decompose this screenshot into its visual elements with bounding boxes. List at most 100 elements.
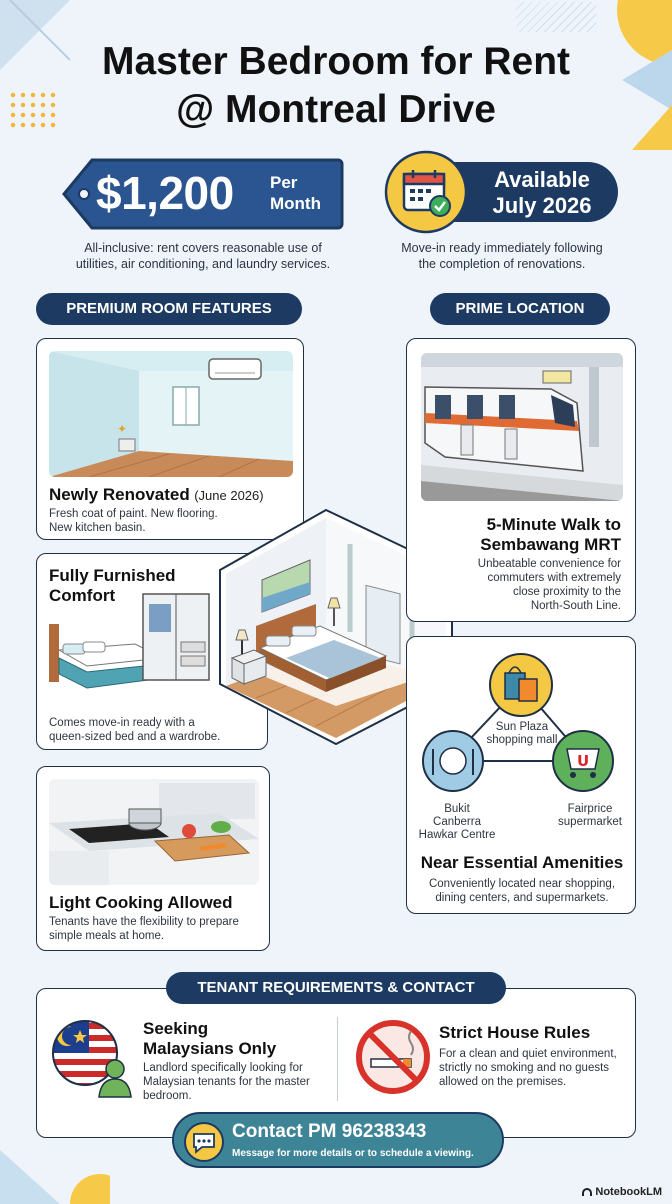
- shopping-bag-icon: [489, 653, 553, 717]
- amenity-market-line-1: Fairprice: [567, 803, 613, 815]
- amenity-hawker-label: Bukit Canberra Hawkar Centre: [415, 803, 499, 842]
- furnished-title: Fully Furnished Comfort: [49, 566, 176, 606]
- title-line-1: Master Bedroom for Rent: [101, 40, 571, 83]
- rules-description: For a clean and quiet environment, stric…: [439, 1047, 635, 1089]
- wardrobe-icon: [142, 593, 210, 681]
- amenity-mall-line-2: shopping mall: [486, 734, 558, 746]
- availability-text: Available July 2026: [480, 167, 604, 219]
- mrt-title: 5-Minute Walk to Sembawang MRT: [417, 515, 621, 555]
- mrt-title-line-1: 5-Minute Walk to: [486, 515, 621, 534]
- hatch-decoration: [516, 2, 596, 32]
- cooking-description: Tenants have the flexibility to prepare …: [49, 915, 264, 943]
- furnished-description: Comes move-in ready with a queen-sized b…: [49, 716, 264, 744]
- brand-name: NotebookLM: [595, 1186, 662, 1198]
- rules-line-3: allowed on the premises.: [439, 1076, 567, 1088]
- rules-line-2: strictly no smoking and no guests: [439, 1062, 610, 1074]
- section-location-heading: PRIME LOCATION: [430, 293, 610, 325]
- price-unit-month: Month: [270, 194, 321, 213]
- price-note: All-inclusive: rent covers reasonable us…: [52, 240, 354, 272]
- furniture-illustration: [49, 593, 210, 689]
- price-amount: $1,200: [96, 167, 234, 219]
- renovated-line-1: Fresh coat of paint. New flooring.: [49, 508, 218, 520]
- train-icon: [424, 386, 584, 472]
- title-line-2: @ Montreal Drive: [176, 88, 496, 131]
- dining-icon: [422, 730, 484, 792]
- amenity-mall-label: Sun Plaza shopping mall: [477, 721, 567, 747]
- furnished-title-line-1: Fully Furnished: [49, 566, 176, 585]
- renovated-title-text: Newly Renovated: [49, 485, 190, 504]
- bed-icon: [256, 604, 388, 692]
- price-unit: Per Month: [270, 172, 321, 214]
- tenant-title-line-1: Seeking: [143, 1019, 209, 1038]
- availability-shape: [384, 150, 618, 234]
- malaysia-flag-person-icon: [52, 1020, 132, 1098]
- nightstand-icon: [230, 629, 268, 685]
- price-unit-per: Per: [270, 173, 298, 192]
- tenant-title-line-2: Malaysians Only: [143, 1039, 277, 1058]
- kitchen-illustration: [49, 779, 259, 885]
- section-features-heading: PREMIUM ROOM FEATURES: [36, 293, 302, 325]
- rules-line-1: For a clean and quiet environment,: [439, 1048, 617, 1060]
- amenity-hawker-line-2: Canberra: [433, 816, 481, 828]
- availability-line-1: Available: [494, 167, 590, 192]
- chat-bubble-icon: [184, 1122, 224, 1162]
- no-smoking-icon: [356, 1020, 430, 1094]
- contact-subtext: Message for more details or to schedule …: [232, 1148, 474, 1159]
- renovated-room-illustration: ✦: [49, 351, 293, 477]
- brand-icon: [582, 1188, 593, 1197]
- contact-phone: Contact PM 96238343: [232, 1121, 427, 1142]
- shopping-cart-icon: U: [552, 730, 614, 792]
- amenity-mall-line-1: Sun Plaza: [495, 721, 549, 733]
- svg-text:U: U: [577, 752, 589, 770]
- amenities-diagram: U: [422, 653, 614, 792]
- availability-date: July 2026: [492, 193, 592, 218]
- mrt-train-illustration: [421, 353, 623, 501]
- mrt-line-3: close proximity to the: [512, 586, 621, 598]
- price-note-line-1: All-inclusive: rent covers reasonable us…: [84, 241, 322, 255]
- availability-note-line-2: the completion of renovations.: [418, 257, 586, 271]
- tenant-description: Landlord specifically looking for Malays…: [143, 1061, 343, 1103]
- bedroom-illustration: [219, 508, 453, 746]
- mrt-line-4: North-South Line.: [530, 600, 621, 612]
- amenity-hawker-line-1: Bukit: [444, 803, 470, 815]
- rules-title: Strict House Rules: [439, 1023, 591, 1042]
- cooking-line-1: Tenants have the flexibility to prepare: [49, 916, 239, 928]
- calendar-icon: [402, 170, 451, 217]
- availability-badge: Available July 2026: [384, 150, 620, 234]
- card-mrt: 5-Minute Walk to Sembawang MRT Unbeatabl…: [406, 338, 636, 622]
- corner-decoration-right: [617, 0, 672, 150]
- card-newly-renovated: ✦ Newly Renovated (June 2026) Fresh coat…: [36, 338, 304, 540]
- paint-bucket-icon: [118, 438, 136, 452]
- card-light-cooking: Light Cooking Allowed Tenants have the f…: [36, 766, 270, 951]
- renovated-title: Newly Renovated (June 2026): [49, 485, 299, 505]
- mrt-title-line-2: Sembawang MRT: [480, 535, 621, 554]
- amenity-hawker-line-3: Hawkar Centre: [418, 829, 496, 841]
- tenant-line-3: bedroom.: [143, 1090, 192, 1102]
- renovated-line-2: New kitchen basin.: [49, 522, 146, 534]
- dot-pattern-decoration: [8, 90, 58, 130]
- cooking-line-2: simple meals at home.: [49, 930, 165, 942]
- notebooklm-logo: NotebookLM: [582, 1186, 662, 1198]
- tenant-title: Seeking Malaysians Only: [143, 1019, 276, 1059]
- furnished-title-line-2: Comfort: [49, 586, 116, 605]
- price-note-line-2: utilities, air conditioning, and laundry…: [75, 257, 331, 271]
- availability-note-line-1: Move-in ready immediately following: [401, 241, 603, 255]
- corner-decoration-bottom: [0, 1150, 110, 1204]
- price-tag: $1,200 Per Month: [62, 158, 344, 230]
- furnished-line-2: queen-sized bed and a wardrobe.: [49, 731, 221, 743]
- bed-icon: [49, 624, 165, 689]
- mrt-description: Unbeatable convenience for commuters wit…: [417, 557, 621, 613]
- air-conditioner-icon: [208, 358, 262, 380]
- lamp-icon: [327, 597, 341, 626]
- availability-note: Move-in ready immediately following the …: [382, 240, 622, 272]
- renovated-description: Fresh coat of paint. New flooring. New k…: [49, 507, 299, 535]
- amenities-line-2: dining centers, and supermarkets.: [435, 892, 609, 904]
- page-title: Master Bedroom for Rent @ Montreal Drive: [30, 38, 642, 134]
- contact-button[interactable]: Contact PM 96238343 Message for more det…: [172, 1112, 504, 1168]
- corner-decoration: [0, 0, 70, 70]
- svg-text:✦: ✦: [117, 422, 127, 436]
- renovated-date: (June 2026): [194, 488, 264, 503]
- card-amenities: U Sun Plaza shopping mall Bukit Canberra…: [406, 636, 636, 914]
- divider: [337, 1017, 338, 1101]
- amenities-line-1: Conveniently located near shopping,: [428, 878, 616, 890]
